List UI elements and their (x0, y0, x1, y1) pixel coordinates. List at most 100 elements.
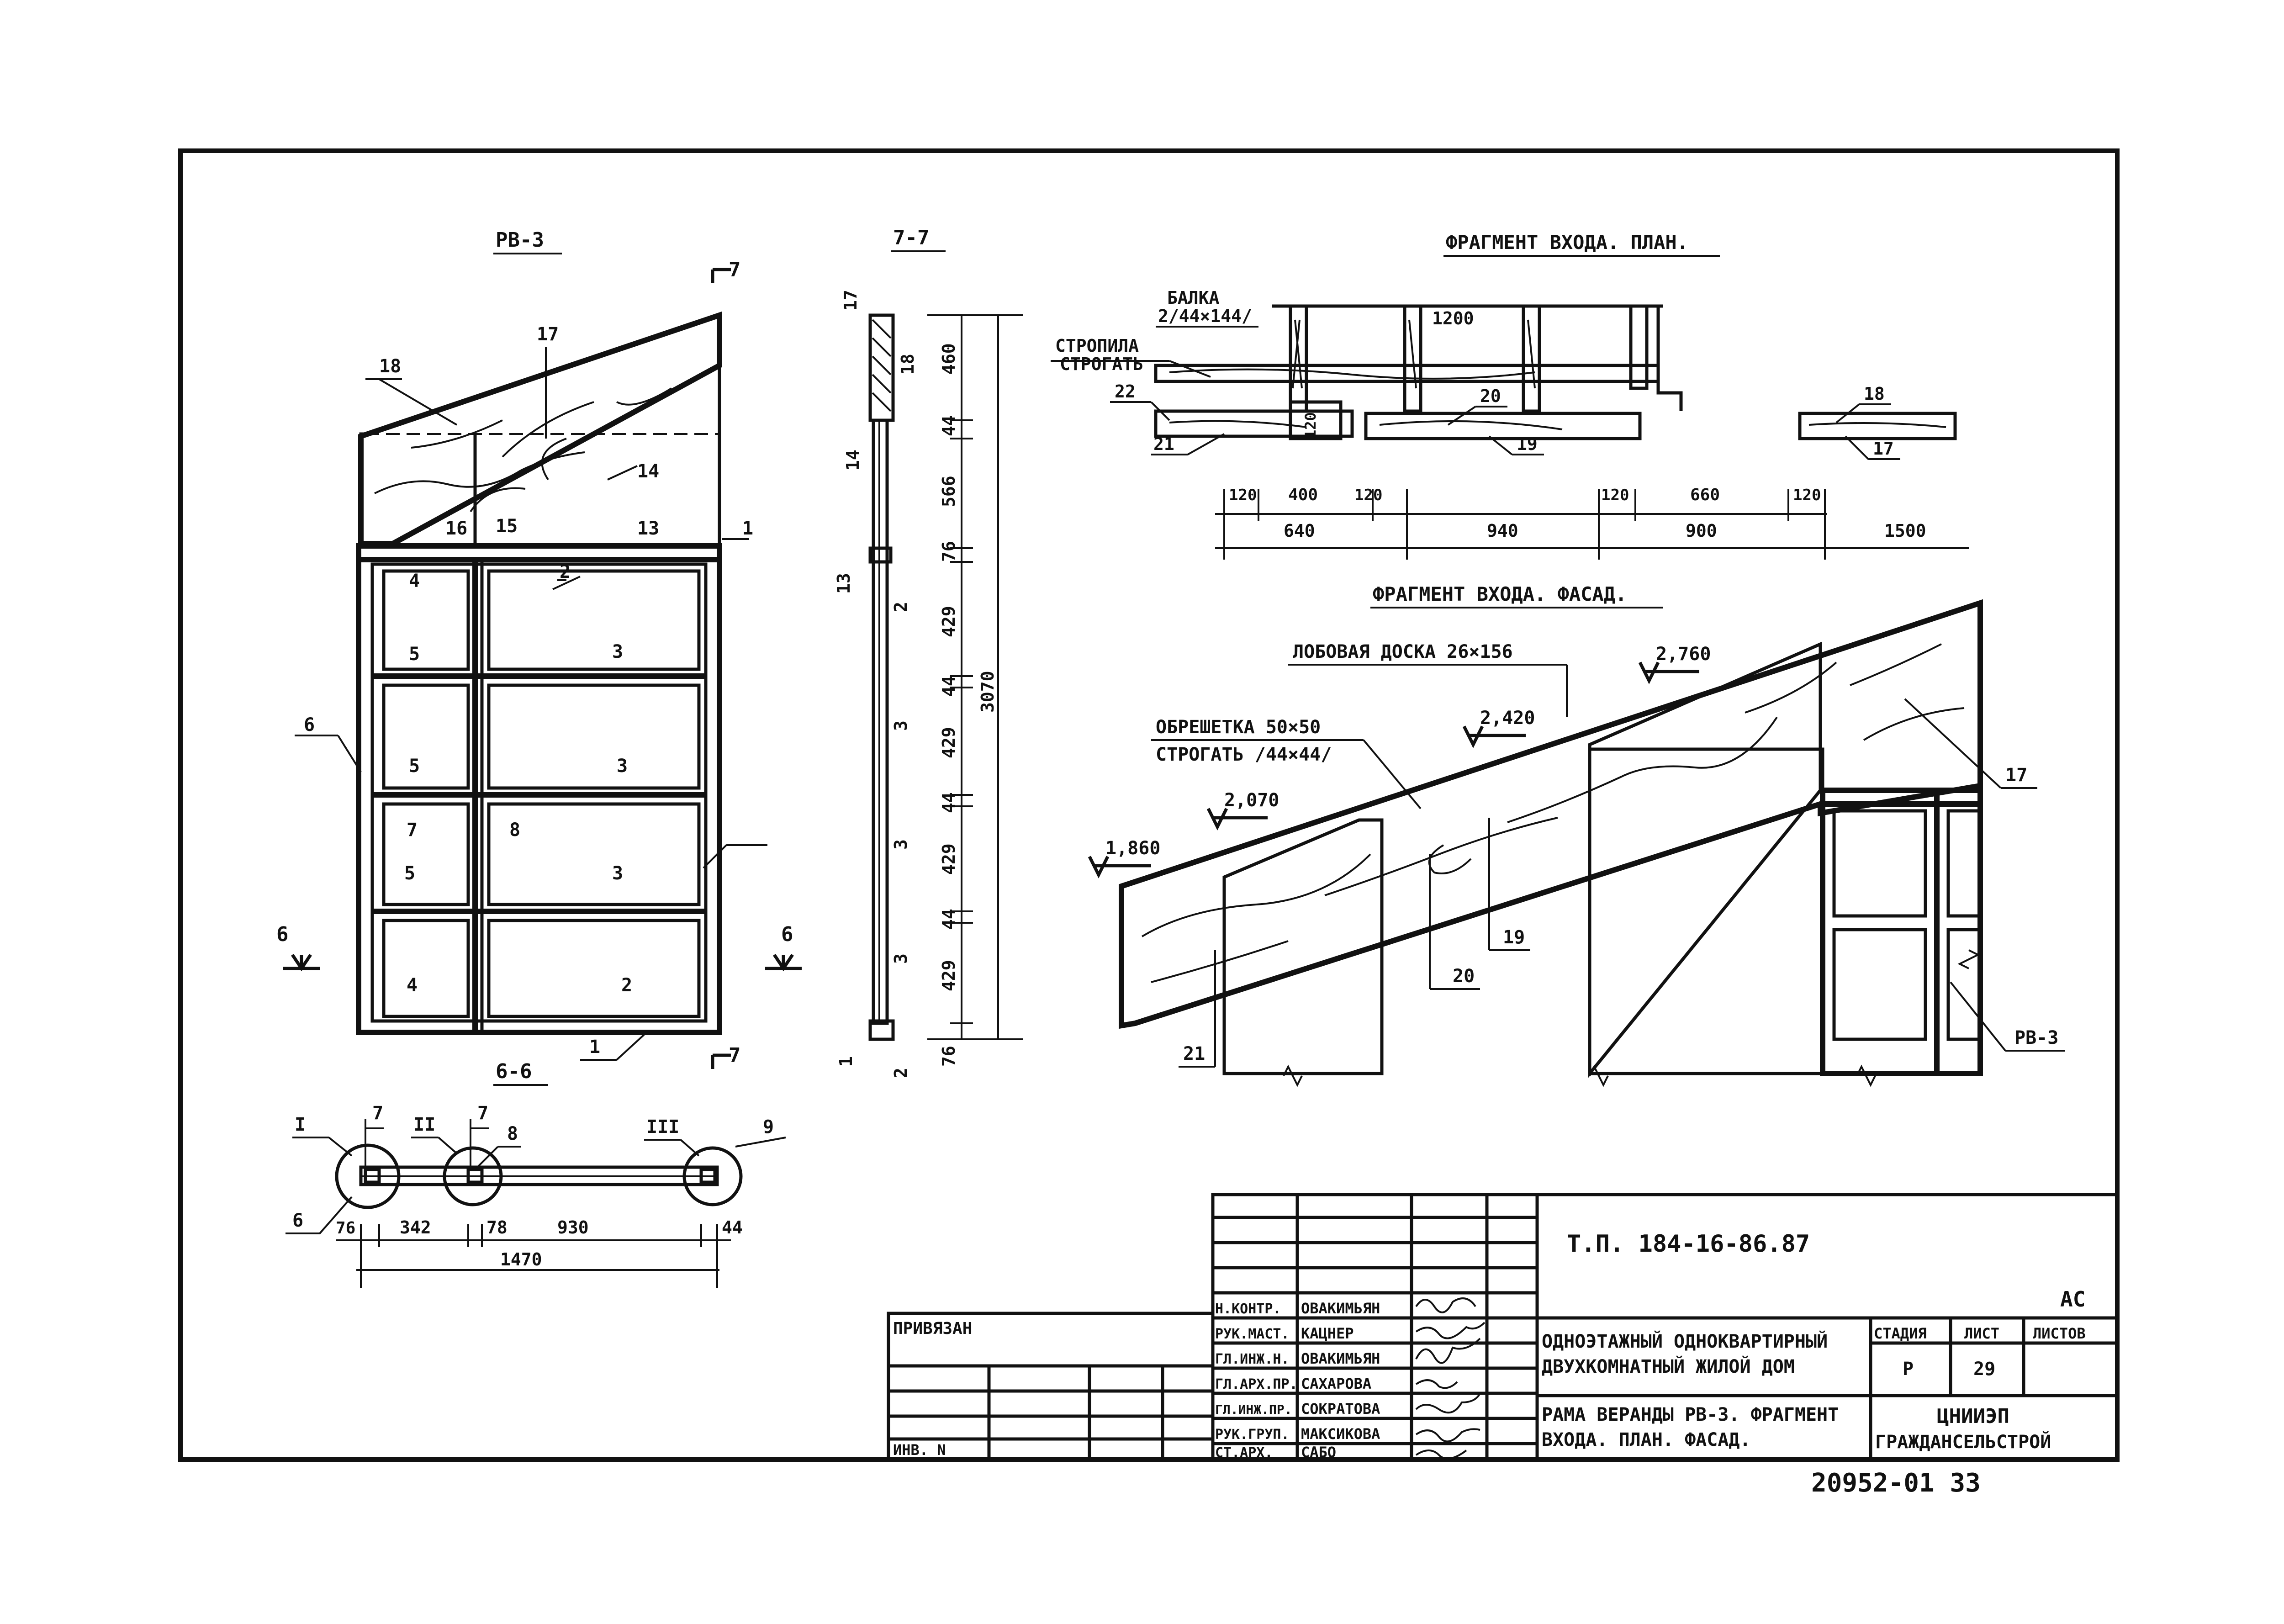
name-2: ОВАКИМЬЯН (1301, 1350, 1380, 1367)
dim-930: 930 (557, 1217, 589, 1238)
dim-429-b: 429 (939, 727, 959, 758)
section-66: 6-6 I 7 II 7 8 III 9 6 (286, 1060, 786, 1288)
signatures (1415, 1297, 1486, 1460)
dim-76-66: 76 (336, 1219, 355, 1238)
mark-1-top: 1 (742, 518, 753, 539)
mark-20-facade: 20 (1453, 966, 1475, 987)
dim-120-b: 120 (1354, 486, 1382, 504)
dim-429-a: 429 (939, 606, 959, 637)
project-line2: ДВУХКОМНАТНЫЙ ЖИЛОЙ ДОМ (1542, 1355, 1795, 1377)
mark-4-top: 4 (409, 571, 420, 592)
mark-18-plan: 18 (1864, 384, 1885, 404)
dim-940: 940 (1487, 521, 1518, 541)
dim-460: 460 (939, 343, 959, 375)
dim-640: 640 (1284, 521, 1315, 541)
mark-19-plan: 19 (1517, 434, 1538, 454)
mark-22: 22 (1115, 381, 1136, 402)
cut-6-right: 6 (781, 923, 793, 946)
lobovaya-label: ЛОБОВАЯ ДОСКА 26×156 (1293, 641, 1513, 662)
mark-2-77a: 2 (891, 602, 911, 612)
view-rv3: РВ-3 1 8 (276, 228, 802, 1069)
dim-44-a: 44 (939, 415, 959, 436)
role-0: Н.КОНТР. (1215, 1301, 1281, 1317)
archive-number: 20952-01 33 (1811, 1468, 1981, 1498)
mark-14: 14 (637, 461, 659, 482)
stage-ac: АС (2060, 1287, 2085, 1312)
role-5: РУК.ГРУП. (1215, 1427, 1290, 1443)
dim-566: 566 (939, 476, 959, 507)
dim-1200: 1200 (1432, 308, 1474, 328)
obreshetka-strogat: СТРОГАТЬ /44×44/ (1156, 744, 1332, 765)
rv3-title: РВ-3 (496, 228, 544, 252)
mark-17: 17 (537, 324, 559, 345)
name-5: МАКСИКОВА (1301, 1425, 1380, 1443)
role-1: РУК.МАСТ. (1215, 1326, 1290, 1342)
sheet-line1: РАМА ВЕРАНДЫ РВ-3. ФРАГМЕНТ (1542, 1404, 1839, 1425)
mark-3-a: 3 (612, 641, 623, 662)
mark-2-top: 2 (560, 561, 571, 582)
dim-1470: 1470 (500, 1249, 542, 1270)
mark-3-77c: 3 (891, 953, 911, 964)
mark-7-inner: 7 (407, 820, 418, 841)
mark-20-plan: 20 (1480, 386, 1501, 406)
stadiya-value: Р (1903, 1359, 1914, 1380)
cut-6-left: 6 (276, 923, 289, 946)
elev-2760: 2,760 (1656, 644, 1711, 665)
strogat-label: СТРОГАТЬ (1060, 354, 1143, 374)
mark-3-77b: 3 (891, 839, 911, 850)
dim-44-d: 44 (939, 909, 959, 930)
mark-17-plan: 17 (1873, 439, 1894, 459)
dim-120-c: 120 (1601, 486, 1629, 504)
name-4: СОКРАТОВА (1301, 1400, 1380, 1418)
role-3: ГЛ.АРХ.ПР. (1215, 1376, 1298, 1392)
privyazan-label: ПРИВЯЗАН (893, 1319, 972, 1338)
mark-4-bottom: 4 (407, 975, 418, 996)
dim-44-66: 44 (722, 1217, 743, 1238)
title-block (887, 1193, 2119, 1461)
mark-5-b: 5 (409, 756, 420, 777)
dim-342: 342 (400, 1217, 431, 1238)
dim-900: 900 (1686, 521, 1717, 541)
node-I: I (295, 1114, 306, 1135)
dim-660: 660 (1690, 486, 1720, 504)
dim-78: 78 (486, 1217, 508, 1238)
dim-76-b: 76 (939, 1046, 959, 1067)
project-line1: ОДНОЭТАЖНЫЙ ОДНОКВАРТИРНЫЙ (1542, 1330, 1828, 1352)
role-6: СТ.АРХ. (1215, 1445, 1273, 1461)
dim-44-c: 44 (939, 792, 959, 813)
mark-1-bottom: 1 (589, 1037, 600, 1058)
mark-8-inner: 8 (509, 820, 520, 841)
title-block-text: Т.П. 184-16-86.87 АС ПРИВЯЗАН ИНВ. N Н.К… (893, 1230, 2086, 1498)
mark-5-c: 5 (404, 863, 415, 884)
facade-title: ФРАГМЕНТ ВХОДА. ФАСАД. (1373, 583, 1627, 605)
mark-17-facade: 17 (2005, 765, 2027, 786)
mark-18-77: 18 (898, 354, 918, 375)
drawing-code: Т.П. 184-16-86.87 (1567, 1230, 1810, 1258)
list-label: ЛИСТ (1964, 1325, 1999, 1342)
dim-76-a: 76 (939, 541, 959, 562)
role-2: ГЛ.ИНЖ.Н. (1215, 1351, 1290, 1367)
sec66-title: 6-6 (496, 1060, 532, 1083)
sec77-title: 7-7 (893, 226, 929, 249)
node-II: II (413, 1114, 435, 1135)
balka-size: 2/44×144/ (1158, 306, 1252, 326)
mark-16: 16 (445, 518, 467, 539)
mark-6-left: 6 (304, 714, 315, 735)
dim-120-a: 120 (1229, 486, 1257, 504)
mark-13-77: 13 (834, 573, 854, 594)
name-1: КАЦНЕР (1301, 1325, 1354, 1342)
mark-13: 13 (637, 518, 659, 539)
stropila-label: СТРОПИЛА (1055, 336, 1139, 356)
rv3-ref-label: РВ-3 (2014, 1027, 2058, 1048)
mark-14-77: 14 (843, 450, 863, 471)
dim-429-d: 429 (939, 960, 959, 991)
name-0: ОВАКИМЬЯН (1301, 1300, 1380, 1317)
sheet-line2: ВХОДА. ПЛАН. ФАСАД. (1542, 1429, 1751, 1450)
mark-5-a: 5 (409, 644, 420, 665)
mark-19-facade: 19 (1503, 927, 1525, 948)
role-4: ГЛ.ИНЖ.ПР. (1215, 1402, 1292, 1417)
mark-8: 8 (507, 1123, 518, 1144)
dim-44-b: 44 (939, 676, 959, 697)
mark-3-77a: 3 (891, 720, 911, 731)
